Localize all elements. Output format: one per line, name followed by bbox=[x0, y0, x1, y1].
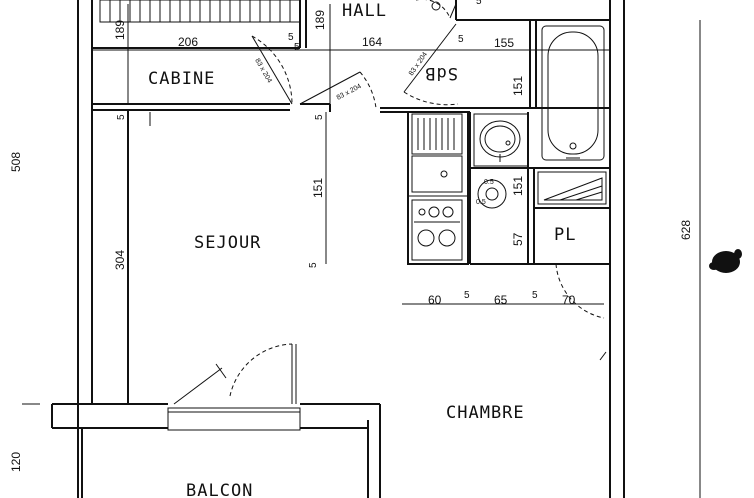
dim-5-d: 5 bbox=[314, 114, 325, 120]
dimension-lines bbox=[22, 4, 701, 498]
dim-151-wc: 151 bbox=[511, 176, 525, 196]
dim-65: 65 bbox=[494, 293, 508, 307]
hob-note: 0.5 bbox=[476, 199, 486, 206]
dim-189-left: 189 bbox=[113, 20, 127, 40]
room-label-hall: HALL bbox=[342, 1, 387, 21]
dim-5-c: 5 bbox=[116, 114, 127, 120]
dim-151-sdb: 151 bbox=[511, 76, 525, 96]
outer-walls bbox=[51, 0, 625, 498]
dim-628: 628 bbox=[679, 220, 693, 240]
room-label-chambre: CHAMBRE bbox=[446, 403, 525, 423]
washer-note: 0.5 bbox=[484, 179, 494, 186]
dim-5-f: 5 bbox=[464, 290, 470, 301]
dim-5-b: 5 bbox=[458, 34, 464, 45]
dim-57: 57 bbox=[511, 232, 525, 246]
entry-door bbox=[416, 0, 457, 19]
dim-206: 206 bbox=[178, 35, 198, 49]
room-label-cabine: CABINE bbox=[148, 69, 215, 89]
sejour-door: 83 x 204 bbox=[299, 71, 377, 109]
door-note-1: 83 x 204 bbox=[253, 58, 273, 85]
dim-5-h: 5 bbox=[294, 42, 300, 53]
room-label-sejour: SEJOUR bbox=[194, 233, 261, 253]
room-label-pl: PL bbox=[554, 225, 576, 245]
bathtub-icon bbox=[541, 25, 605, 161]
dim-60: 60 bbox=[428, 293, 442, 307]
door-note-2: 83 x 204 bbox=[336, 83, 363, 102]
cabine-door: 83 x 204 bbox=[251, 35, 293, 105]
cooktop-icon bbox=[411, 199, 463, 261]
sink-icon bbox=[411, 113, 463, 193]
dim-508: 508 bbox=[9, 152, 23, 172]
ink-blot bbox=[709, 249, 742, 273]
dim-155: 155 bbox=[494, 36, 514, 50]
room-label-balcon: BALCON bbox=[186, 481, 253, 498]
dim-5-i: 5 bbox=[476, 0, 482, 7]
water-heater-icon bbox=[537, 171, 607, 205]
dim-164: 164 bbox=[362, 35, 382, 49]
dim-70: 70 bbox=[562, 293, 576, 307]
dim-5-g: 5 bbox=[532, 290, 538, 301]
interior-walls bbox=[92, 0, 610, 404]
dim-151-sejour: 151 bbox=[311, 178, 325, 198]
dim-189-right: 189 bbox=[313, 10, 327, 30]
fixtures: 0.5 bbox=[411, 1, 607, 261]
dim-5-e: 5 bbox=[308, 262, 319, 268]
room-label-sdb: SdB bbox=[424, 63, 458, 83]
dim-304: 304 bbox=[113, 250, 127, 270]
dim-5-a: 5 bbox=[288, 32, 294, 43]
balcony-door bbox=[173, 343, 293, 405]
washing-machine-icon: 0.5 bbox=[477, 179, 507, 209]
doors: 83 x 204 83 x 204 83 x 204 bbox=[173, 0, 605, 405]
washbasin-icon bbox=[473, 113, 529, 167]
dim-120: 120 bbox=[9, 452, 23, 472]
